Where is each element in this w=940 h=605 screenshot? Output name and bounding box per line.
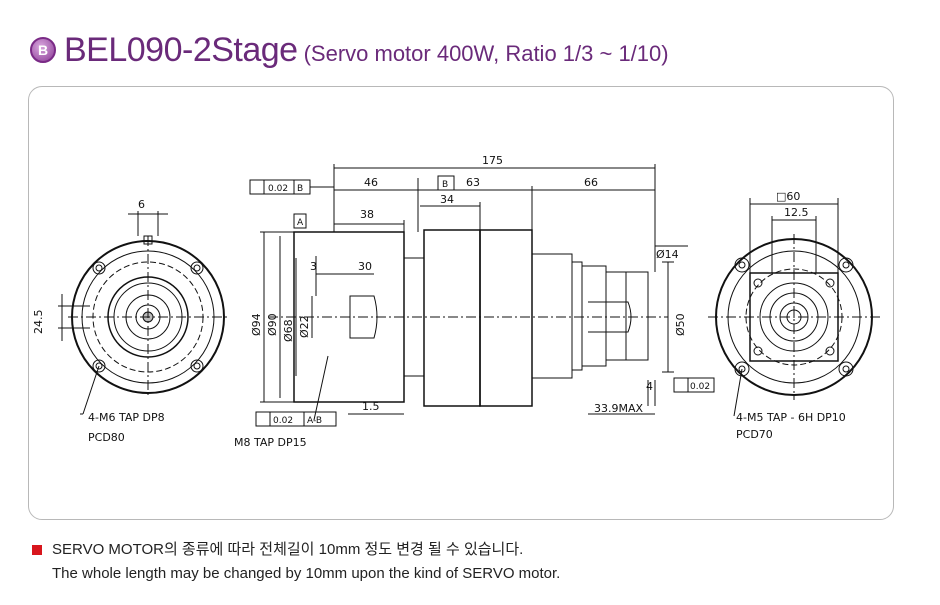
dia-68: Ø68 <box>282 319 295 342</box>
datum-a-label: A <box>297 218 304 228</box>
runout-tol: 0.02 <box>273 416 293 426</box>
datum-b-label: B <box>297 184 303 194</box>
dim-max-length: 33.9MAX <box>594 402 644 415</box>
dia-94: Ø94 <box>250 313 263 336</box>
dia-50: Ø50 <box>674 313 687 336</box>
right-pcd-label: PCD70 <box>736 428 773 441</box>
datum-b-label-2: B <box>442 180 448 190</box>
note-korean: SERVO MOTOR의 종류에 따라 전체길이 10mm 정도 변경 될 수 … <box>32 538 523 559</box>
dia-90: Ø90 <box>266 313 279 336</box>
left-top-dim: 6 <box>138 198 145 211</box>
dia-22: Ø22 <box>298 315 311 338</box>
bullet-square-icon <box>32 545 42 556</box>
title-row: B BEL090-2Stage (Servo motor 400W, Ratio… <box>30 28 669 72</box>
drawing-frame <box>28 86 894 520</box>
dim-1-5: 1.5 <box>362 400 380 413</box>
left-pcd-label: PCD80 <box>88 431 125 444</box>
technical-drawing: 6 24.5 4-M6 TAP DP8 PCD80 175 46 63 66 3… <box>32 154 880 449</box>
badge-icon: B <box>30 37 56 63</box>
shaft-tap-label: M8 TAP DP15 <box>234 436 307 449</box>
right-dim-12-5: 12.5 <box>784 206 809 219</box>
badge-letter: B <box>37 42 49 58</box>
left-tap-label: 4-M6 TAP DP8 <box>88 411 165 424</box>
dim-66: 66 <box>584 176 598 189</box>
dim-46: 46 <box>364 176 378 189</box>
dim-34: 34 <box>440 193 454 206</box>
dim-3: 3 <box>310 260 317 273</box>
left-view <box>58 211 228 415</box>
dim-4: 4 <box>646 380 653 393</box>
perp-tol-top: 0.02 <box>268 184 288 194</box>
note-english: The whole length may be changed by 10mm … <box>52 565 561 582</box>
dia-14: Ø14 <box>656 248 679 261</box>
dim-63: 63 <box>466 176 480 189</box>
page-title: BEL090-2Stage <box>64 30 298 69</box>
runout-ref: A-B <box>307 416 322 426</box>
right-square-dim: □60 <box>776 190 800 203</box>
dim-38: 38 <box>360 208 374 221</box>
note-korean-text: SERVO MOTOR의 종류에 따라 전체길이 10mm 정도 변경 될 수 … <box>52 541 524 558</box>
side-view <box>249 164 715 427</box>
left-side-dim: 24.5 <box>32 310 45 335</box>
dim-30: 30 <box>358 260 372 273</box>
perp-tol-right: 0.02 <box>690 382 710 392</box>
right-tap-label: 4-M5 TAP - 6H DP10 <box>736 411 846 424</box>
dim-overall-length: 175 <box>482 154 503 167</box>
right-view <box>708 198 880 417</box>
page-subtitle: (Servo motor 400W, Ratio 1/3 ~ 1/10) <box>303 41 669 66</box>
